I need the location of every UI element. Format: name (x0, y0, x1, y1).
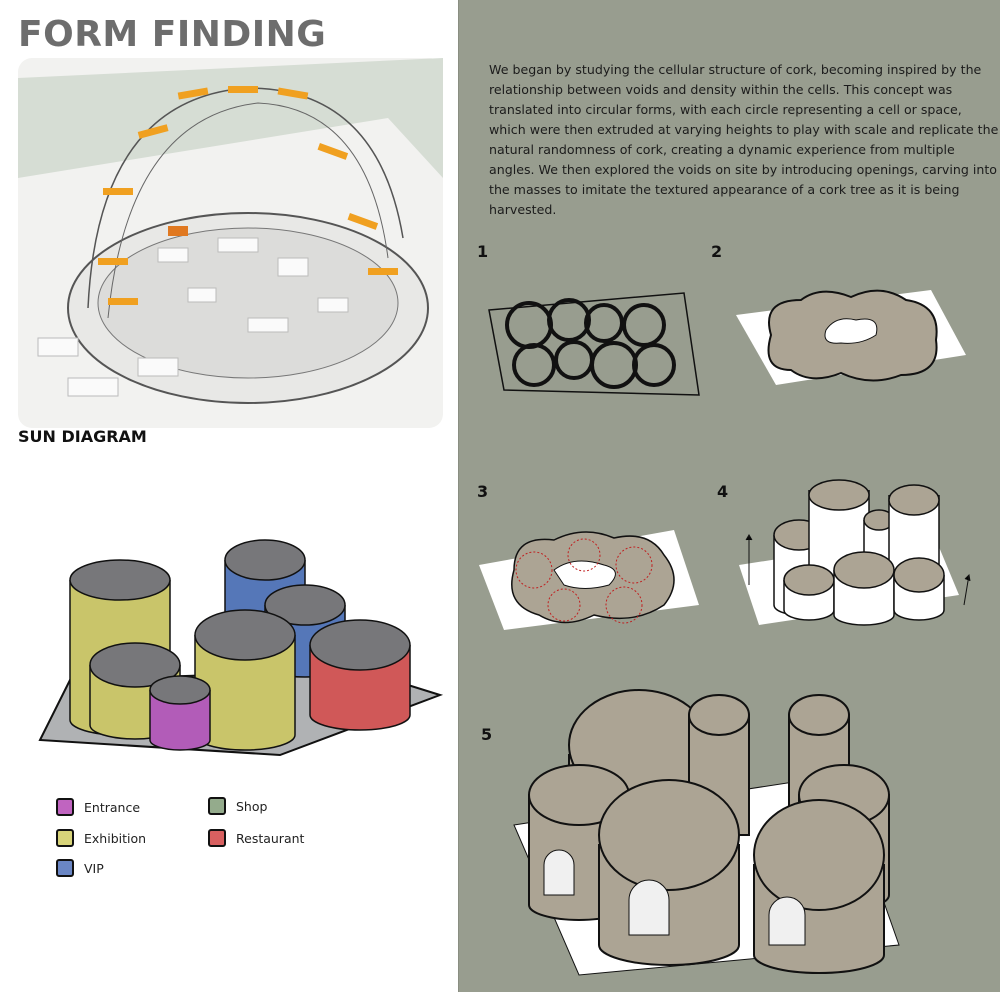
left-panel: FORM FINDING SUN DIAGRAM Entrance Exhibi… (0, 0, 458, 992)
step-5-final-form-diagram (513, 689, 900, 976)
legend-label: Exhibition (84, 830, 147, 846)
legend-label: Restaurant (236, 830, 305, 846)
step-number: 2 (711, 242, 723, 261)
step-number: 1 (477, 242, 489, 261)
step-number: 5 (481, 725, 493, 744)
page-title: FORM FINDING (18, 14, 327, 55)
legend-label: Shop (236, 798, 268, 814)
concept-description: We began by studying the cellular struct… (489, 62, 999, 217)
legend-label: VIP (84, 860, 104, 876)
sun-diagram-label: SUN DIAGRAM (18, 427, 147, 446)
step-number: 4 (717, 482, 729, 501)
legend-item-exhibition: Exhibition (56, 829, 146, 847)
step-1-circles-diagram (488, 292, 700, 396)
step-3-voids-diagram (479, 530, 699, 630)
legend-item-restaurant: Restaurant (208, 829, 304, 847)
right-panel: We began by studying the cellular struct… (458, 0, 1000, 992)
restaurant-swatch (208, 829, 226, 847)
legend-label: Entrance (84, 799, 141, 815)
entrance-swatch (56, 798, 74, 816)
shop-swatch (208, 797, 226, 815)
legend-item-shop: Shop (208, 797, 267, 815)
legend-item-vip: VIP (56, 859, 104, 877)
step-4-extrusion-diagram (739, 479, 971, 626)
vip-swatch (56, 859, 74, 877)
program-massing-diagram (38, 539, 444, 757)
legend-item-entrance: Entrance (56, 798, 140, 816)
step-2-merged-shape-diagram (736, 289, 966, 385)
step-number: 3 (477, 482, 489, 501)
sun-diagram-image (18, 58, 443, 428)
exhibition-swatch (56, 829, 74, 847)
